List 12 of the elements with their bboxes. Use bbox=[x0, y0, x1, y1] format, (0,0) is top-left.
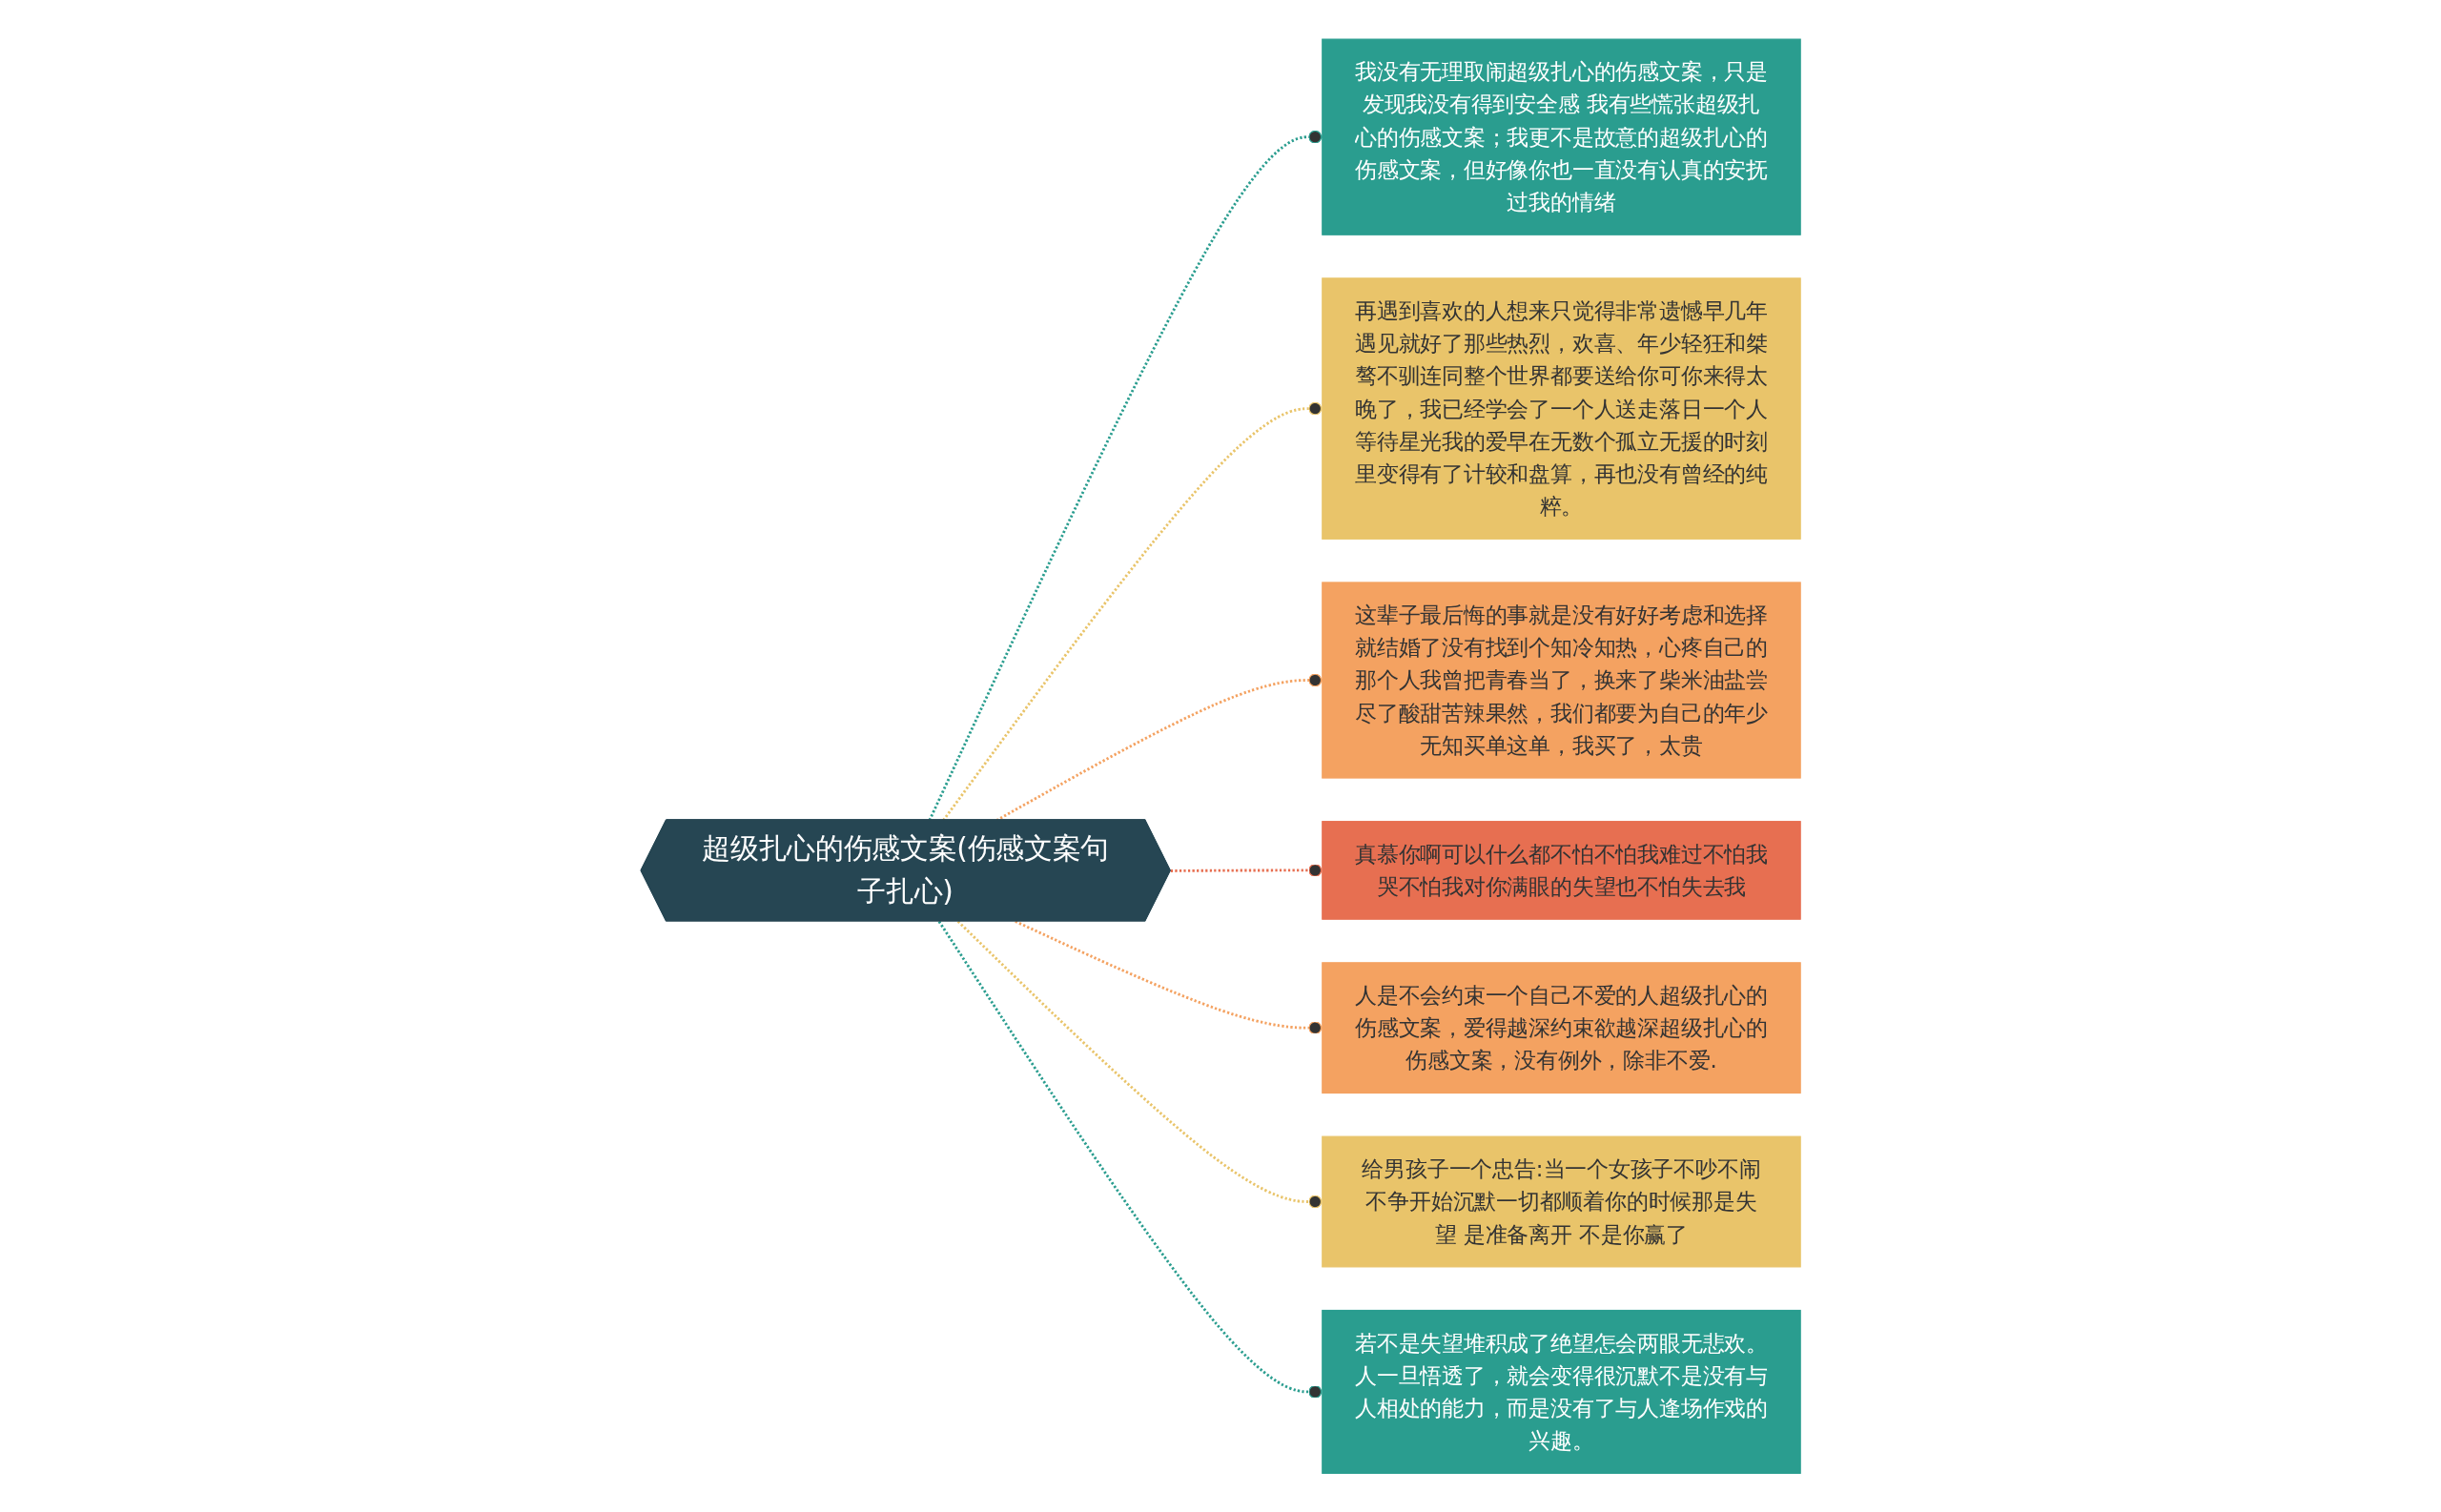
connector bbox=[1015, 919, 1323, 1034]
connector bbox=[937, 920, 1323, 1399]
connector bbox=[928, 130, 1323, 821]
node-box: 真慕你啊可以什么都不怕不怕我难过不怕我哭不怕我对你满眼的失望也不怕失去我 bbox=[1322, 820, 1801, 920]
connector bbox=[956, 920, 1323, 1209]
node-box: 给男孩子一个忠告:当一个女孩子不吵不闹不争开始沉默一切都顺着你的时候那是失望 是准备离开 不是你赢了 bbox=[1322, 1135, 1801, 1268]
node-box: 若不是失望堆积成了绝望怎会两眼无悲欢。人一旦悟透了，就会变得很沉默不是没有与人相处的能力，而是没有了与人逢场作戏的兴趣。 bbox=[1322, 1309, 1801, 1474]
connector bbox=[1170, 863, 1323, 877]
node-box: 我没有无理取闹超级扎心的伤感文案，只是发现我没有得到安全感 我有些慌张超级扎心的伤感文案；我更不是故意的超级扎心的伤感文案，但好像你也一直没有认真的安抚过我的情绪 bbox=[1322, 38, 1801, 235]
node-box: 这辈子最后悔的事就是没有好好考虑和选择就结婚了没有找到个知冷知热，心疼自己的那个人我曾把青春当了，换来了柴米油盐尝尽了酸甜苦辣果然，我们都要为自己的年少无知买单这单，我买了，太贵 bbox=[1322, 582, 1801, 779]
node-box: 再遇到喜欢的人想来只觉得非常遗憾早几年遇见就好了那些热烈，欢喜、年少轻狂和桀骜不驯连同整个世界都要送给你可你来得太晚了，我已经学会了一个人送走落日一个人等待星光我的爱早在无数个孤立无援的时刻里变得有了计较和盘算，再也没有曾经的纯粹。 bbox=[1322, 277, 1801, 540]
node-box: 人是不会约束一个自己不爱的人超级扎心的伤感文案，爱得越深约束欲越深超级扎心的伤感文案，没有例外，除非不爱. bbox=[1322, 961, 1801, 1093]
